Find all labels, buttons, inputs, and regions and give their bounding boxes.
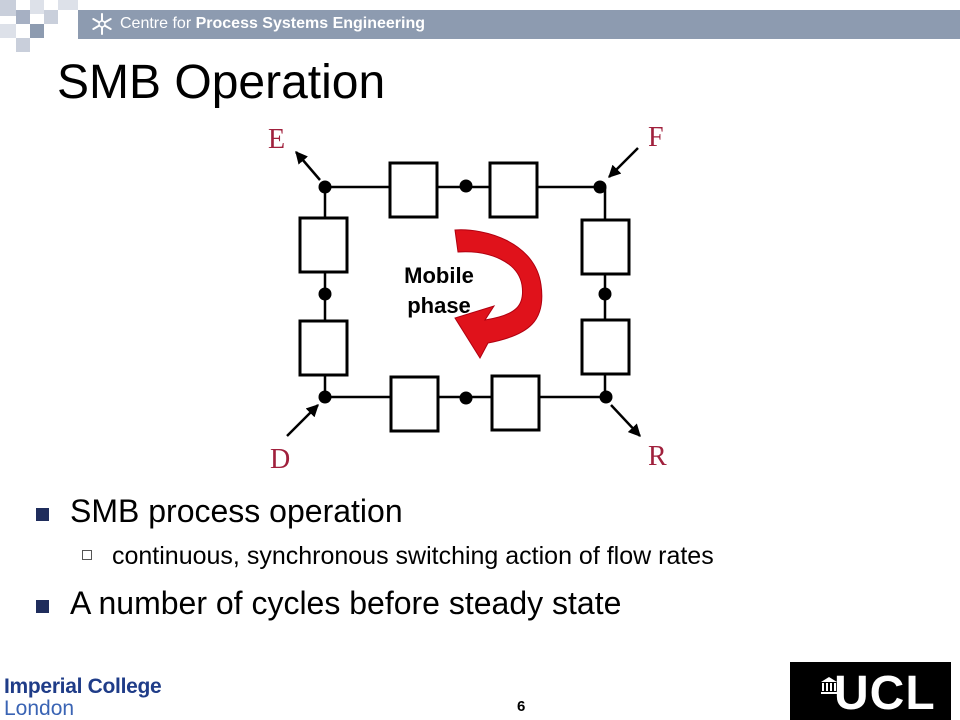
label-r: R bbox=[648, 441, 667, 472]
stream-arrows bbox=[286, 147, 641, 437]
nodes bbox=[318, 179, 613, 405]
ucl-logo: UCL bbox=[790, 662, 951, 720]
bullet-square-icon bbox=[36, 600, 49, 613]
column-left-2 bbox=[298, 319, 349, 377]
bullet-1: SMB process operation bbox=[36, 493, 403, 530]
column-top-1 bbox=[388, 161, 439, 219]
columns bbox=[298, 161, 631, 433]
loop-lines bbox=[323, 185, 607, 399]
column-right-2 bbox=[580, 318, 631, 376]
label-e: E bbox=[268, 124, 285, 155]
column-right-1 bbox=[580, 218, 631, 276]
label-f: F bbox=[648, 122, 664, 153]
sub-bullet-1: continuous, synchronous switching action… bbox=[82, 542, 714, 571]
bullet-square-icon bbox=[36, 508, 49, 521]
feed-arrow bbox=[608, 147, 639, 178]
slide-title: SMB Operation bbox=[57, 56, 386, 109]
node bbox=[459, 179, 473, 193]
page-number: 6 bbox=[517, 698, 526, 715]
snowflake-icon bbox=[92, 13, 112, 35]
portico-icon bbox=[821, 677, 837, 694]
node bbox=[598, 287, 612, 301]
mobile-phase-label-2: phase bbox=[407, 293, 471, 318]
hollow-square-icon bbox=[82, 550, 92, 560]
column-bottom-2 bbox=[490, 374, 541, 432]
node bbox=[593, 180, 607, 194]
bullet-2: A number of cycles before steady state bbox=[36, 585, 621, 622]
extract-arrow bbox=[295, 151, 321, 181]
desorbent-arrow bbox=[286, 404, 319, 437]
column-left-1 bbox=[298, 216, 349, 274]
mobile-phase-label-1: Mobile bbox=[404, 263, 474, 288]
mobile-phase-arrow bbox=[454, 229, 543, 359]
header-title: Centre for Process Systems Engineering bbox=[120, 15, 426, 32]
node bbox=[599, 390, 613, 404]
node bbox=[318, 287, 332, 301]
column-bottom-1 bbox=[389, 375, 440, 433]
ucl-text: UCL bbox=[834, 667, 936, 720]
header-bar bbox=[78, 10, 960, 39]
imperial-college-logo: Imperial College London bbox=[4, 675, 162, 720]
label-d: D bbox=[270, 444, 290, 475]
node bbox=[318, 390, 332, 404]
node bbox=[459, 391, 473, 405]
node bbox=[318, 180, 332, 194]
column-top-2 bbox=[488, 161, 539, 219]
raffinate-arrow bbox=[610, 404, 641, 437]
